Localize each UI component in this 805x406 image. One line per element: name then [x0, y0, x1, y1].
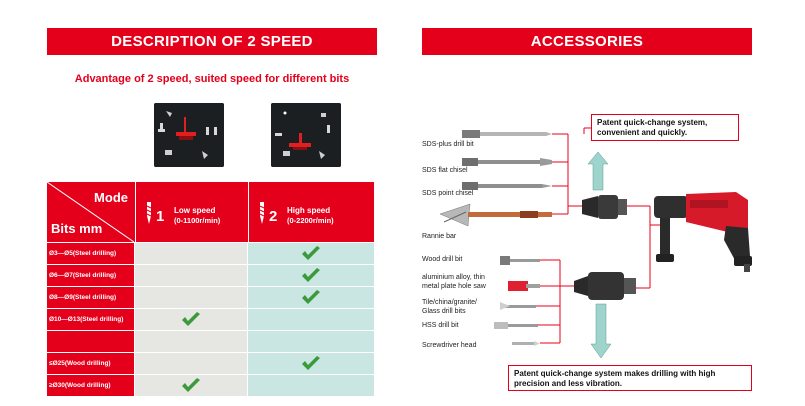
hss-drill-bit-label: HSS drill bit — [422, 322, 459, 329]
high-speed-cell — [248, 375, 374, 396]
speed-table-header: Mode Bits mm 1 Low speed (0-1100r/min) 2… — [47, 182, 374, 242]
high-speed-cell — [248, 353, 374, 374]
mode-label: Mode — [94, 190, 128, 205]
high-speed-cell — [248, 265, 374, 286]
high-speed-number: 2 — [269, 208, 278, 225]
table-row: Ø6—Ø7(Steel drilling) — [47, 265, 374, 286]
high-speed-header-cell: 2 High speed (0-2200r/min) — [248, 182, 374, 242]
high-speed-cell — [248, 287, 374, 308]
checkmark-icon — [181, 378, 201, 398]
low-speed-range: (0-1100r/min) — [174, 216, 221, 225]
bits-size-cell: Ø6—Ø7(Steel drilling) — [47, 265, 134, 286]
checkmark-icon — [301, 356, 321, 376]
high-speed-cell — [248, 309, 374, 330]
bits-mm-label: Bits mm — [51, 221, 103, 236]
high-speed-selector-image — [271, 103, 341, 167]
low-speed-cell — [135, 243, 247, 264]
mode-header-cell: Mode Bits mm — [47, 182, 134, 242]
quick-change-callout: Patent quick-change system, convenient a… — [591, 114, 739, 141]
screwdriver-head-image — [512, 341, 540, 346]
table-row: ≤Ø25(Wood drilling) — [47, 353, 374, 374]
sds-flat-chisel-label: SDS flat chisel — [422, 167, 468, 174]
bits-size-cell — [47, 331, 134, 352]
bits-size-cell: Ø10—Ø13(Steel drilling) — [47, 309, 134, 330]
rannie-bar-label: Rannie bar — [422, 233, 457, 240]
rotary-hammer-drill-image — [654, 192, 752, 272]
hole-saw-image — [508, 281, 540, 291]
high-speed-cell — [248, 331, 374, 352]
keyless-chuck-image — [574, 272, 636, 300]
table-row: ≥Ø30(Wood drilling) — [47, 375, 374, 396]
tile-glass-drill-bits-label: Tile/china/granite/ Glass drill bits — [422, 299, 477, 315]
low-speed-cell — [135, 375, 247, 396]
drill-bit-icon — [259, 202, 265, 224]
sds-plus-drill-bit-image — [462, 130, 552, 138]
up-arrow-icon — [587, 151, 609, 191]
checkmark-icon — [301, 268, 321, 288]
speed-description-banner: DESCRIPTION OF 2 SPEED — [47, 28, 377, 55]
rannie-bar-image — [439, 203, 552, 227]
low-speed-cell — [135, 309, 247, 330]
wood-drill-bit-label: Wood drill bit — [422, 256, 463, 263]
high-speed-cell — [248, 243, 374, 264]
checkmark-icon — [301, 246, 321, 266]
bits-size-cell: ≤Ø25(Wood drilling) — [47, 353, 134, 374]
sds-flat-chisel-image — [462, 158, 552, 166]
low-speed-cell — [135, 353, 247, 374]
bits-size-cell: ≥Ø30(Wood drilling) — [47, 375, 134, 396]
table-row: Ø10—Ø13(Steel drilling) — [47, 309, 374, 330]
low-speed-number: 1 — [156, 208, 165, 225]
low-speed-cell — [135, 287, 247, 308]
bits-size-cell: Ø8—Ø9(Steel drilling) — [47, 287, 134, 308]
bits-size-cell: Ø3—Ø5(Steel drilling) — [47, 243, 134, 264]
low-speed-title: Low speed — [174, 206, 216, 215]
high-speed-range: (0-2200r/min) — [287, 216, 334, 225]
accessories-banner: ACCESSORIES — [422, 28, 752, 55]
table-row — [47, 331, 374, 352]
sds-point-chisel-label: SDS point chisel — [422, 190, 474, 197]
sds-chuck-image — [582, 195, 627, 219]
drill-bit-icon — [146, 202, 152, 224]
checkmark-icon — [301, 290, 321, 310]
wood-drill-bit-image — [500, 256, 540, 265]
sds-plus-drill-bit-label: SDS-plus drill bit — [422, 141, 474, 148]
advantage-text: Advantage of 2 speed, suited speed for d… — [74, 73, 350, 85]
precision-callout: Patent quick-change system makes drillin… — [508, 365, 752, 391]
high-speed-title: High speed — [287, 206, 331, 215]
sds-connector-lines — [552, 133, 582, 215]
low-speed-selector-image — [154, 103, 224, 167]
low-speed-cell — [135, 331, 247, 352]
hole-saw-label: aluminium alloy, thin metal plate hole s… — [422, 274, 486, 290]
low-speed-header-cell: 1 Low speed (0-1100r/min) — [135, 182, 247, 242]
hss-drill-bit-image — [494, 322, 538, 329]
down-arrow-icon — [590, 303, 612, 359]
low-speed-cell — [135, 265, 247, 286]
table-row: Ø8—Ø9(Steel drilling) — [47, 287, 374, 308]
tile-glass-drill-bit-image — [500, 302, 536, 310]
sds-point-chisel-image — [462, 182, 552, 190]
screwdriver-head-label: Screwdriver head — [422, 342, 477, 349]
checkmark-icon — [181, 312, 201, 332]
chuck-connector-lines — [536, 259, 574, 344]
table-row: Ø3—Ø5(Steel drilling) — [47, 243, 374, 264]
